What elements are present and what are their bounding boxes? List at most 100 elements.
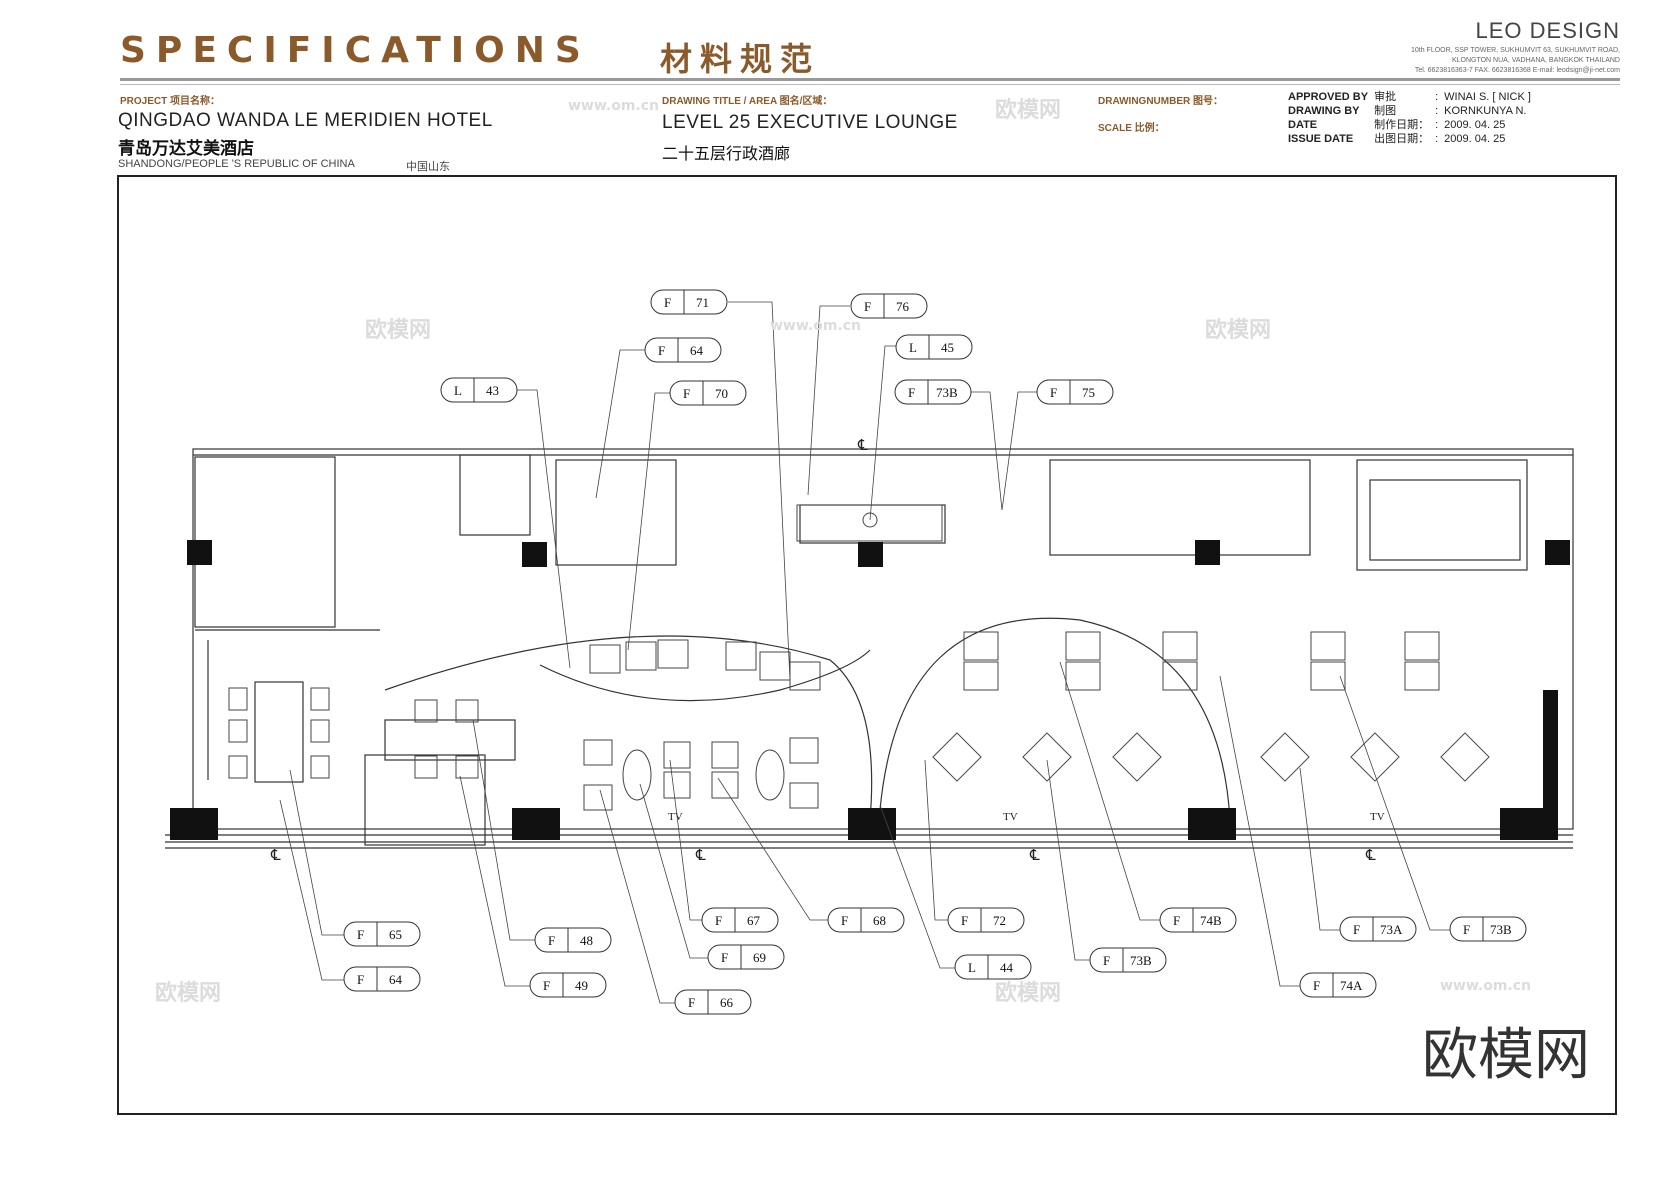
meta-separator: : (1435, 119, 1439, 131)
plan-labels: TV TV TV ℄ ℄ ℄ ℄ ℄ (270, 438, 1385, 864)
tag-type: F (841, 913, 848, 928)
watermark-url: www.om.cn (568, 98, 660, 114)
approval-row: APPROVED BY 审批 : WINAI S. [ NICK ] (1288, 90, 1537, 104)
tag-type: F (357, 972, 364, 987)
page-title-chinese: 材料规范 (660, 40, 821, 78)
tag-code: 73B (1130, 953, 1152, 968)
tag-type: F (688, 995, 695, 1010)
tag-type: F (548, 933, 555, 948)
brand-name: LEO DESIGN (1475, 18, 1620, 43)
scale-label: SCALE 比例： (1098, 123, 1165, 134)
drawing-title-en: LEVEL 25 EXECUTIVE LOUNGE (662, 112, 958, 133)
structural-columns (170, 540, 1570, 840)
approval-table: APPROVED BY 审批 : WINAI S. [ NICK ] DRAWI… (1288, 90, 1537, 146)
tag-type: L (454, 383, 462, 398)
centerline-symbol: ℄ (1365, 848, 1376, 864)
tag-code: 70 (715, 386, 728, 401)
tag-code: 73A (1380, 922, 1403, 937)
watermark-text: 欧模网 (995, 981, 1062, 1006)
address-line: 10th FLOOR, SSP TOWER, SUKHUMVIT 63, SUK… (1410, 47, 1620, 54)
tag-type: F (658, 343, 665, 358)
meta-key: DRAWING BY (1288, 105, 1360, 117)
tag-type: F (543, 978, 550, 993)
page-title: SPECIFICATIONS (120, 30, 591, 71)
meta-value: KORNKUNYA N. (1444, 105, 1527, 117)
meta-separator: : (1435, 105, 1439, 117)
tag-code: 45 (941, 340, 954, 355)
meta-value: WINAI S. [ NICK ] (1444, 91, 1531, 103)
meta-value: 2009. 04. 25 (1444, 133, 1506, 145)
centerline-symbol: ℄ (857, 438, 868, 454)
tag-code: 43 (486, 383, 499, 398)
watermark-text: 欧模网 (995, 98, 1062, 123)
tag-type: F (683, 386, 690, 401)
tag-type: F (1050, 385, 1057, 400)
tag-code: 44 (1000, 960, 1014, 975)
watermark-logo: 欧模网 (1422, 1023, 1590, 1088)
watermark-text: 欧模网 (155, 981, 222, 1006)
tag-bubbles (343, 289, 1527, 1015)
tag-code: 72 (993, 913, 1006, 928)
tag-type: F (864, 299, 871, 314)
tag-type: L (909, 340, 917, 355)
tag-code: 64 (690, 343, 704, 358)
drawing-title-cn: 二十五层行政酒廊 (662, 146, 791, 163)
tag-texts: F 71 F 76 L 45 F 64 L 43 F 70 F 73B F 75… (357, 295, 1512, 1010)
tag-type: L (968, 960, 976, 975)
tag-code: 74B (1200, 913, 1222, 928)
centerline-symbol: ℄ (695, 848, 706, 864)
tag-code: 48 (580, 933, 593, 948)
company-logo: LEO DESIGN 10th FLOOR, SSP TOWER, SUKHUM… (1411, 18, 1620, 76)
tag-type: F (721, 950, 728, 965)
watermark-text: 欧模网 (1205, 318, 1272, 343)
meta-value: 2009. 04. 25 (1444, 119, 1506, 131)
tag-code: 76 (896, 299, 910, 314)
meta-key-cn: 制图 (1374, 105, 1397, 117)
tag-type: F (1103, 953, 1110, 968)
tag-type: F (1313, 978, 1320, 993)
tag-code: 67 (747, 913, 761, 928)
approval-row: ISSUE DATE 出图日期： : 2009. 04. 25 (1288, 132, 1537, 146)
company-address: 10th FLOOR, SSP TOWER, SUKHUMVIT 63, SUK… (1411, 46, 1620, 76)
tag-code: 68 (873, 913, 886, 928)
tag-code: 73B (1490, 922, 1512, 937)
meta-separator: : (1435, 91, 1439, 103)
tag-code: 69 (753, 950, 766, 965)
watermark-url: www.om.cn (770, 318, 862, 334)
drawing-frame (117, 175, 1617, 1115)
centerline-symbol: ℄ (270, 848, 281, 864)
plan-walls (165, 448, 1574, 849)
project-location-cn: 中国山东 (406, 161, 450, 173)
tv-label: TV (1370, 811, 1385, 823)
tag-type: F (715, 913, 722, 928)
leader-lines (279, 301, 1450, 1004)
tag-code: 73B (936, 385, 958, 400)
tag-code: 66 (720, 995, 734, 1010)
project-location-en: SHANDONG/PEOPLE 'S REPUBLIC OF CHINA (118, 158, 355, 170)
meta-separator: : (1435, 133, 1439, 145)
tag-type: F (1173, 913, 1180, 928)
meta-key: DATE (1288, 119, 1318, 131)
tag-code: 71 (696, 295, 709, 310)
tv-label: TV (668, 811, 683, 823)
tag-type: F (961, 913, 968, 928)
meta-key-cn: 出图日期： (1374, 133, 1430, 145)
tag-code: 75 (1082, 385, 1095, 400)
tag-code: 74A (1340, 978, 1363, 993)
watermark-url: www.om.cn (1440, 978, 1532, 994)
project-name-cn: 青岛万达艾美酒店 (118, 139, 254, 158)
drawing-title-label: DRAWING TITLE / AREA 图名/区域： (662, 96, 833, 107)
approval-row: DRAWING BY 制图 : KORNKUNYA N. (1288, 104, 1537, 118)
tag-type: F (357, 927, 364, 942)
tag-code: 65 (389, 927, 402, 942)
meta-key: ISSUE DATE (1288, 133, 1354, 145)
watermark-text: 欧模网 (365, 318, 432, 343)
tag-code: 64 (389, 972, 403, 987)
project-name-en: QINGDAO WANDA LE MERIDIEN HOTEL (118, 110, 493, 131)
meta-key-cn: 制作日期： (1374, 119, 1430, 131)
tag-type: F (908, 385, 915, 400)
header-divider (120, 78, 1620, 81)
header-divider-thin (120, 84, 1620, 85)
tv-label: TV (1003, 811, 1018, 823)
